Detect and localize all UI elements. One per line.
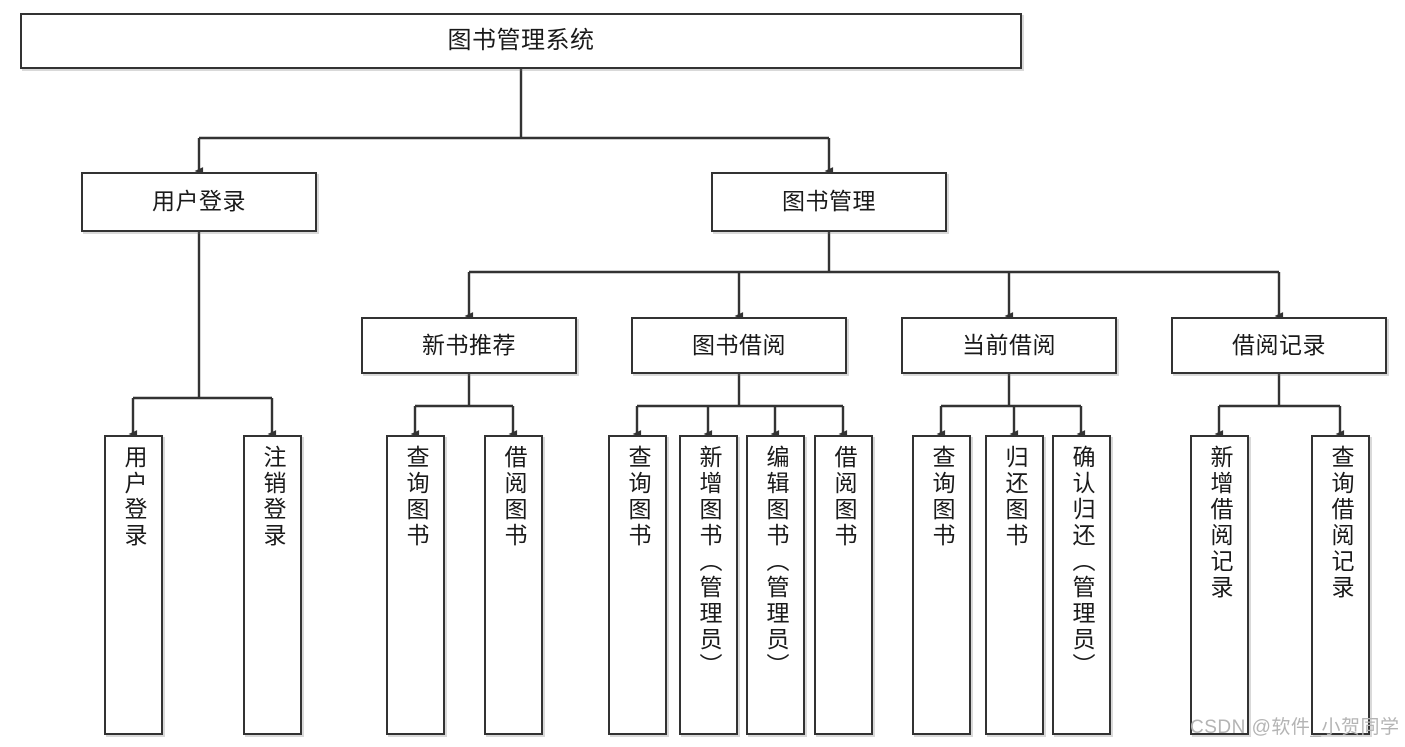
node-leaf-bb-add[interactable]: 新增图书（管理员） — [679, 435, 738, 735]
node-leaf-br-query[interactable]: 查询借阅记录 — [1311, 435, 1370, 735]
node-book-manage[interactable]: 图书管理 — [711, 172, 947, 232]
node-label-leaf-cb-return: 归还图书 — [1002, 445, 1028, 549]
node-leaf-bb-query[interactable]: 查询图书 — [608, 435, 667, 735]
node-leaf-bb-edit[interactable]: 编辑图书（管理员） — [746, 435, 805, 735]
node-label-leaf-rec-borrow: 借阅图书 — [501, 445, 527, 549]
node-current-borrow[interactable]: 当前借阅 — [901, 317, 1117, 374]
node-leaf-cb-query[interactable]: 查询图书 — [912, 435, 971, 735]
node-root[interactable]: 图书管理系统 — [20, 13, 1022, 69]
node-label-leaf-rec-query: 查询图书 — [403, 445, 429, 549]
node-label-leaf-br-query: 查询借阅记录 — [1328, 445, 1354, 601]
node-label-book-borrow: 图书借阅 — [692, 331, 786, 358]
node-label-leaf-bb-borrow: 借阅图书 — [831, 445, 857, 549]
node-label-leaf-bb-edit: 编辑图书（管理员） — [763, 445, 789, 679]
node-label-user-login: 用户登录 — [152, 188, 246, 215]
node-borrow-record[interactable]: 借阅记录 — [1171, 317, 1387, 374]
node-leaf-cb-confirm[interactable]: 确认归还（管理员） — [1052, 435, 1111, 735]
node-label-root: 图书管理系统 — [447, 26, 595, 54]
node-new-book-rec[interactable]: 新书推荐 — [361, 317, 577, 374]
node-label-leaf-br-add: 新增借阅记录 — [1207, 445, 1233, 601]
node-leaf-bb-borrow[interactable]: 借阅图书 — [814, 435, 873, 735]
node-leaf-rec-borrow[interactable]: 借阅图书 — [484, 435, 543, 735]
node-label-current-borrow: 当前借阅 — [962, 331, 1056, 358]
node-label-leaf-cb-confirm: 确认归还（管理员） — [1069, 445, 1095, 679]
node-label-borrow-record: 借阅记录 — [1232, 331, 1326, 358]
node-leaf-cb-return[interactable]: 归还图书 — [985, 435, 1044, 735]
node-leaf-rec-query[interactable]: 查询图书 — [386, 435, 445, 735]
node-book-borrow[interactable]: 图书借阅 — [631, 317, 847, 374]
node-label-leaf-cb-query: 查询图书 — [929, 445, 955, 549]
node-leaf-user-login[interactable]: 用户登录 — [104, 435, 163, 735]
node-leaf-user-logout[interactable]: 注销登录 — [243, 435, 302, 735]
csdn-watermark: CSDN @软件_小贺同学 — [1190, 717, 1400, 738]
node-label-leaf-bb-add: 新增图书（管理员） — [696, 445, 722, 679]
node-user-login[interactable]: 用户登录 — [81, 172, 317, 232]
node-label-leaf-bb-query: 查询图书 — [625, 445, 651, 549]
node-label-leaf-user-logout: 注销登录 — [260, 445, 286, 549]
node-leaf-br-add[interactable]: 新增借阅记录 — [1190, 435, 1249, 735]
node-label-book-manage: 图书管理 — [782, 188, 876, 215]
node-label-leaf-user-login: 用户登录 — [121, 445, 147, 549]
node-label-new-book-rec: 新书推荐 — [422, 331, 516, 358]
